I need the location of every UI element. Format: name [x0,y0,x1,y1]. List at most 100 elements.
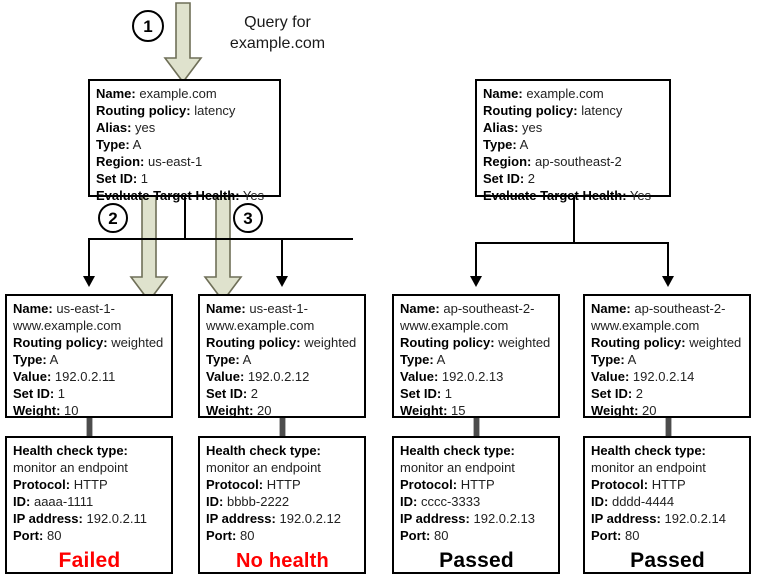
health-check-ip-row: IP address: 192.0.2.12 [206,510,359,527]
health-check-id-row: ID: aaaa-1111 [13,493,166,510]
value-set-id: 2 [527,171,536,186]
label-id: ID: [591,494,609,509]
label-type: Type: [483,137,517,152]
label-protocol: Protocol: [206,477,264,492]
weighted-record-setid-row: Set ID: 1 [13,385,166,402]
connector-left-branch-2 [281,238,283,282]
label-type: Type: [96,137,130,152]
health-check-box-2: Health check type: monitor an endpoint P… [198,436,366,578]
weighted-record-name-row: Name: us-east-1-www.example.com [13,300,166,334]
connector-right-arrowhead-2 [662,276,674,287]
label-routing-policy: Routing policy: [400,335,495,350]
value-value: 192.0.2.12 [247,369,310,384]
connector-left-bus [88,238,353,240]
value-health-check-type: monitor an endpoint [591,460,706,475]
value-type: A [132,137,142,152]
health-check-ip-row: IP address: 192.0.2.14 [591,510,744,527]
health-check-ip-row: IP address: 192.0.2.11 [13,510,166,527]
alias-record-routing-row: Routing policy: latency [96,102,274,119]
value-region: ap-southeast-2 [535,154,622,169]
label-id: ID: [400,494,418,509]
connector-left-arrowhead-2 [276,276,288,287]
alias-record-name-row: Name: example.com [96,85,274,102]
label-port: Port: [591,528,622,543]
value-name: example.com [139,86,217,101]
value-set-id: 1 [57,386,66,401]
label-set-id: Set ID: [96,171,138,186]
alias-record-eth-row: Evaluate Target Health: Yes [483,187,664,204]
value-weight: 15 [451,403,466,418]
value-weight: 10 [64,403,79,418]
health-check-ip-row: IP address: 192.0.2.13 [400,510,553,527]
label-name: Name: [13,301,53,316]
label-value: Value: [400,369,439,384]
query-arrow-2 [129,193,169,303]
value-routing-policy: latency [194,103,236,118]
label-name: Name: [96,86,136,101]
health-check-status-badge: No health check [236,550,329,578]
label-alias: Alias: [96,120,132,135]
value-name: ap-southeast-2-www.example.com [591,301,726,333]
label-health-check-type: Health check type: [13,443,128,458]
value-evaluate-target-health: Yes [629,188,652,203]
value-type: A [436,352,446,367]
weighted-record-value-row: Value: 192.0.2.11 [13,368,166,385]
alias-record-region-row: Region: ap-southeast-2 [483,153,664,170]
query-arrow-1 [163,2,203,84]
value-value: 192.0.2.13 [441,369,504,384]
label-region: Region: [96,154,145,169]
label-value: Value: [206,369,245,384]
health-check-status-badge: Passed [630,549,705,572]
label-name: Name: [206,301,246,316]
value-protocol: HTTP [651,477,686,492]
label-set-id: Set ID: [206,386,248,401]
query-arrow-3 [203,193,243,303]
health-check-protocol-row: Protocol: HTTP [400,476,553,493]
label-ip-address: IP address: [13,511,83,526]
weighted-record-routing-row: Routing policy: weighted [13,334,166,351]
value-health-check-type: monitor an endpoint [13,460,128,475]
label-port: Port: [13,528,44,543]
alias-record-routing-row: Routing policy: latency [483,102,664,119]
weighted-record-routing-row: Routing policy: weighted [206,334,359,351]
health-check-type-value: monitor an endpoint [206,459,359,476]
label-protocol: Protocol: [13,477,71,492]
value-id: bbbb-2222 [226,494,290,509]
alias-record-type-row: Type: A [483,136,664,153]
health-check-box-1: Health check type: monitor an endpoint P… [5,436,173,574]
weighted-record-setid-row: Set ID: 1 [400,385,553,402]
query-caption: Query for example.com [229,14,326,52]
label-weight: Weight: [206,403,254,418]
label-ip-address: IP address: [591,511,661,526]
label-region: Region: [483,154,532,169]
value-port: 80 [433,528,449,543]
label-routing-policy: Routing policy: [13,335,108,350]
alias-record-alias-row: Alias: yes [96,119,274,136]
health-check-type-value: monitor an endpoint [400,459,553,476]
weighted-record-box-3: Name: ap-southeast-2-www.example.com Rou… [392,294,560,418]
value-name: example.com [526,86,604,101]
label-set-id: Set ID: [483,171,525,186]
value-set-id: 1 [444,386,453,401]
value-protocol: HTTP [266,477,301,492]
label-type: Type: [400,352,434,367]
value-routing-policy: weighted [498,335,551,350]
label-weight: Weight: [400,403,448,418]
health-check-port-row: Port: 80 [206,527,359,544]
health-check-port-row: Port: 80 [591,527,744,544]
value-weight: 20 [257,403,272,418]
value-region: us-east-1 [148,154,203,169]
weighted-record-type-row: Type: A [206,351,359,368]
value-type: A [242,352,252,367]
label-routing-policy: Routing policy: [591,335,686,350]
label-type: Type: [591,352,625,367]
connector-stub-2 [279,417,286,437]
weighted-record-box-4: Name: ap-southeast-2-www.example.com Rou… [583,294,751,418]
weighted-record-setid-row: Set ID: 2 [206,385,359,402]
health-check-box-3: Health check type: monitor an endpoint P… [392,436,560,574]
connector-stub-3 [473,417,480,437]
connector-right-stem [573,196,575,244]
connector-right-branch-1 [475,242,477,282]
weighted-record-type-row: Type: A [400,351,553,368]
